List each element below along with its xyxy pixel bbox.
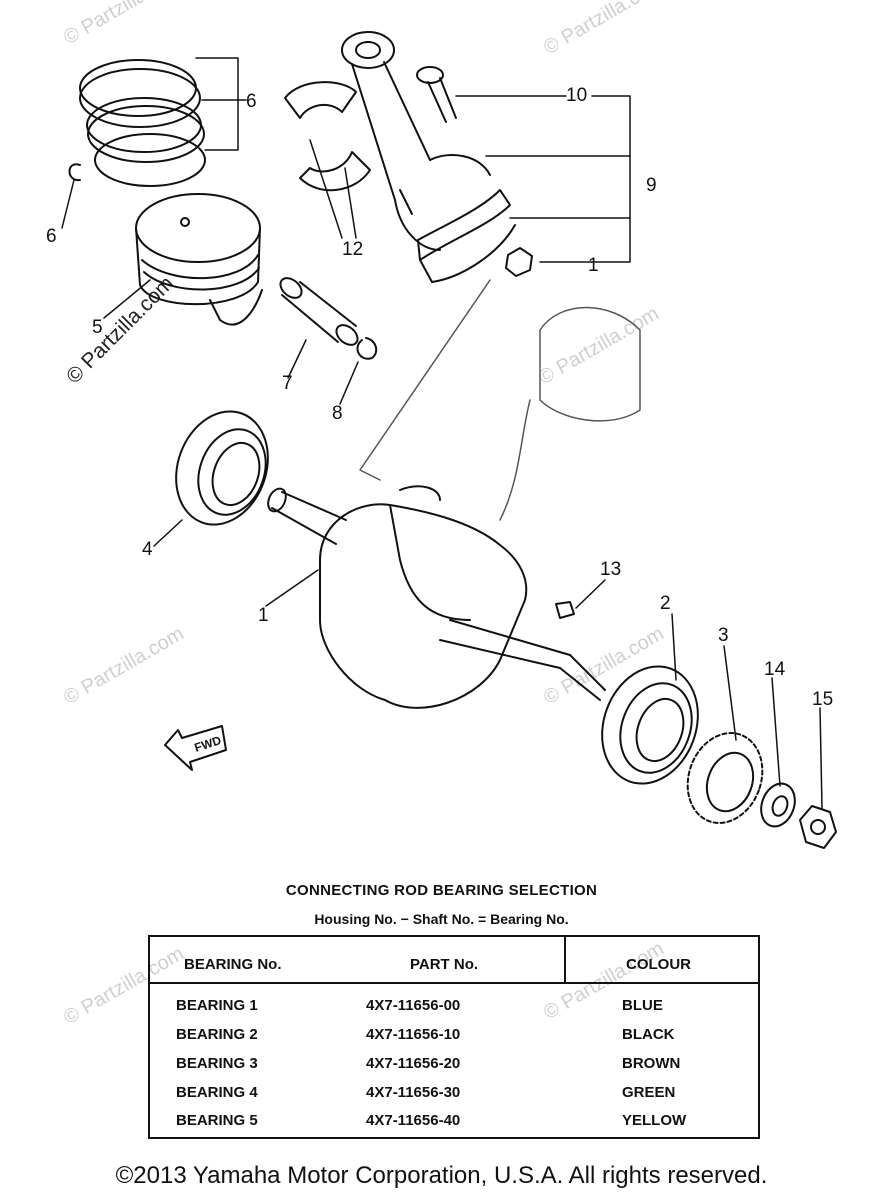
- bearing-cell: BEARING 5: [176, 1112, 258, 1129]
- callout-3: 3: [718, 625, 729, 646]
- piston: [135, 193, 263, 326]
- colour-cell: YELLOW: [622, 1112, 687, 1129]
- header-divider: [150, 982, 758, 984]
- callout-7: 7: [282, 373, 293, 394]
- crankshaft: [267, 485, 606, 709]
- piston-pin: [279, 277, 359, 346]
- footer-copyright: ©2013 Yamaha Motor Corporation, U.S.A. A…: [115, 1162, 768, 1189]
- part-number-cell: 4X7-11656-00: [366, 997, 461, 1014]
- callout-9: 9: [646, 175, 657, 196]
- callout-4: 4: [142, 539, 153, 560]
- callout-2: 2: [660, 593, 671, 614]
- column-header-part: PART No.: [410, 956, 479, 973]
- callout-8: 8: [332, 403, 343, 424]
- woodruff-key: [555, 601, 575, 619]
- callout-6-rings: 6: [246, 91, 257, 112]
- gear-nut: [799, 805, 837, 849]
- part-number-cell: 4X7-11656-10: [366, 1026, 461, 1043]
- callout-12: 12: [342, 239, 364, 260]
- callout-15: 15: [812, 689, 834, 710]
- lock-washer: [760, 782, 796, 828]
- main-bearing-right: [601, 665, 699, 785]
- piston-rings: [79, 59, 206, 187]
- column-header-colour: COLOUR: [626, 956, 691, 973]
- colour-cell: BROWN: [622, 1055, 681, 1072]
- part-number-cell: 4X7-11656-40: [366, 1112, 461, 1129]
- circlip: [68, 163, 81, 182]
- table-subtitle: Housing No. − Shaft No. = Bearing No.: [314, 911, 569, 927]
- column-header-bearing: BEARING No.: [184, 956, 282, 973]
- colour-cell: BLUE: [622, 997, 663, 1014]
- callout-5: 5: [92, 317, 103, 338]
- rod-bolt: [416, 66, 457, 123]
- callout-13: 13: [600, 559, 622, 580]
- table-title: CONNECTING ROD BEARING SELECTION: [285, 882, 598, 899]
- rod-nut: [505, 247, 533, 277]
- callout-10: 10: [566, 85, 588, 106]
- pin-clip: [356, 337, 378, 360]
- exploded-view-diagram: FWD: [61, 31, 837, 849]
- bearing-selection-table: BEARING No. PART No. COLOUR BEARING 1 4X…: [148, 935, 760, 1139]
- part-number-cell: 4X7-11656-20: [366, 1055, 461, 1072]
- part-number-cell: 4X7-11656-30: [366, 1084, 461, 1101]
- callout-11: 1: [588, 255, 599, 276]
- fwd-arrow: [164, 725, 227, 771]
- colour-cell: GREEN: [622, 1084, 676, 1101]
- bearing-cell: BEARING 1: [176, 997, 258, 1014]
- main-bearing-left: [175, 410, 269, 526]
- callout-6-clip: 6: [46, 226, 57, 247]
- rod-cap: [417, 189, 516, 283]
- bearing-cell: BEARING 3: [176, 1055, 258, 1072]
- primary-drive-gear: [686, 732, 764, 824]
- bearing-cell: BEARING 4: [176, 1084, 258, 1101]
- column-divider: [564, 937, 566, 984]
- bearing-cell: BEARING 2: [176, 1026, 258, 1043]
- connecting-rod: [341, 31, 491, 251]
- bearing-shells: [284, 81, 371, 192]
- callout-14: 14: [764, 659, 786, 680]
- callout-1: 1: [258, 605, 269, 626]
- colour-cell: BLACK: [622, 1026, 675, 1043]
